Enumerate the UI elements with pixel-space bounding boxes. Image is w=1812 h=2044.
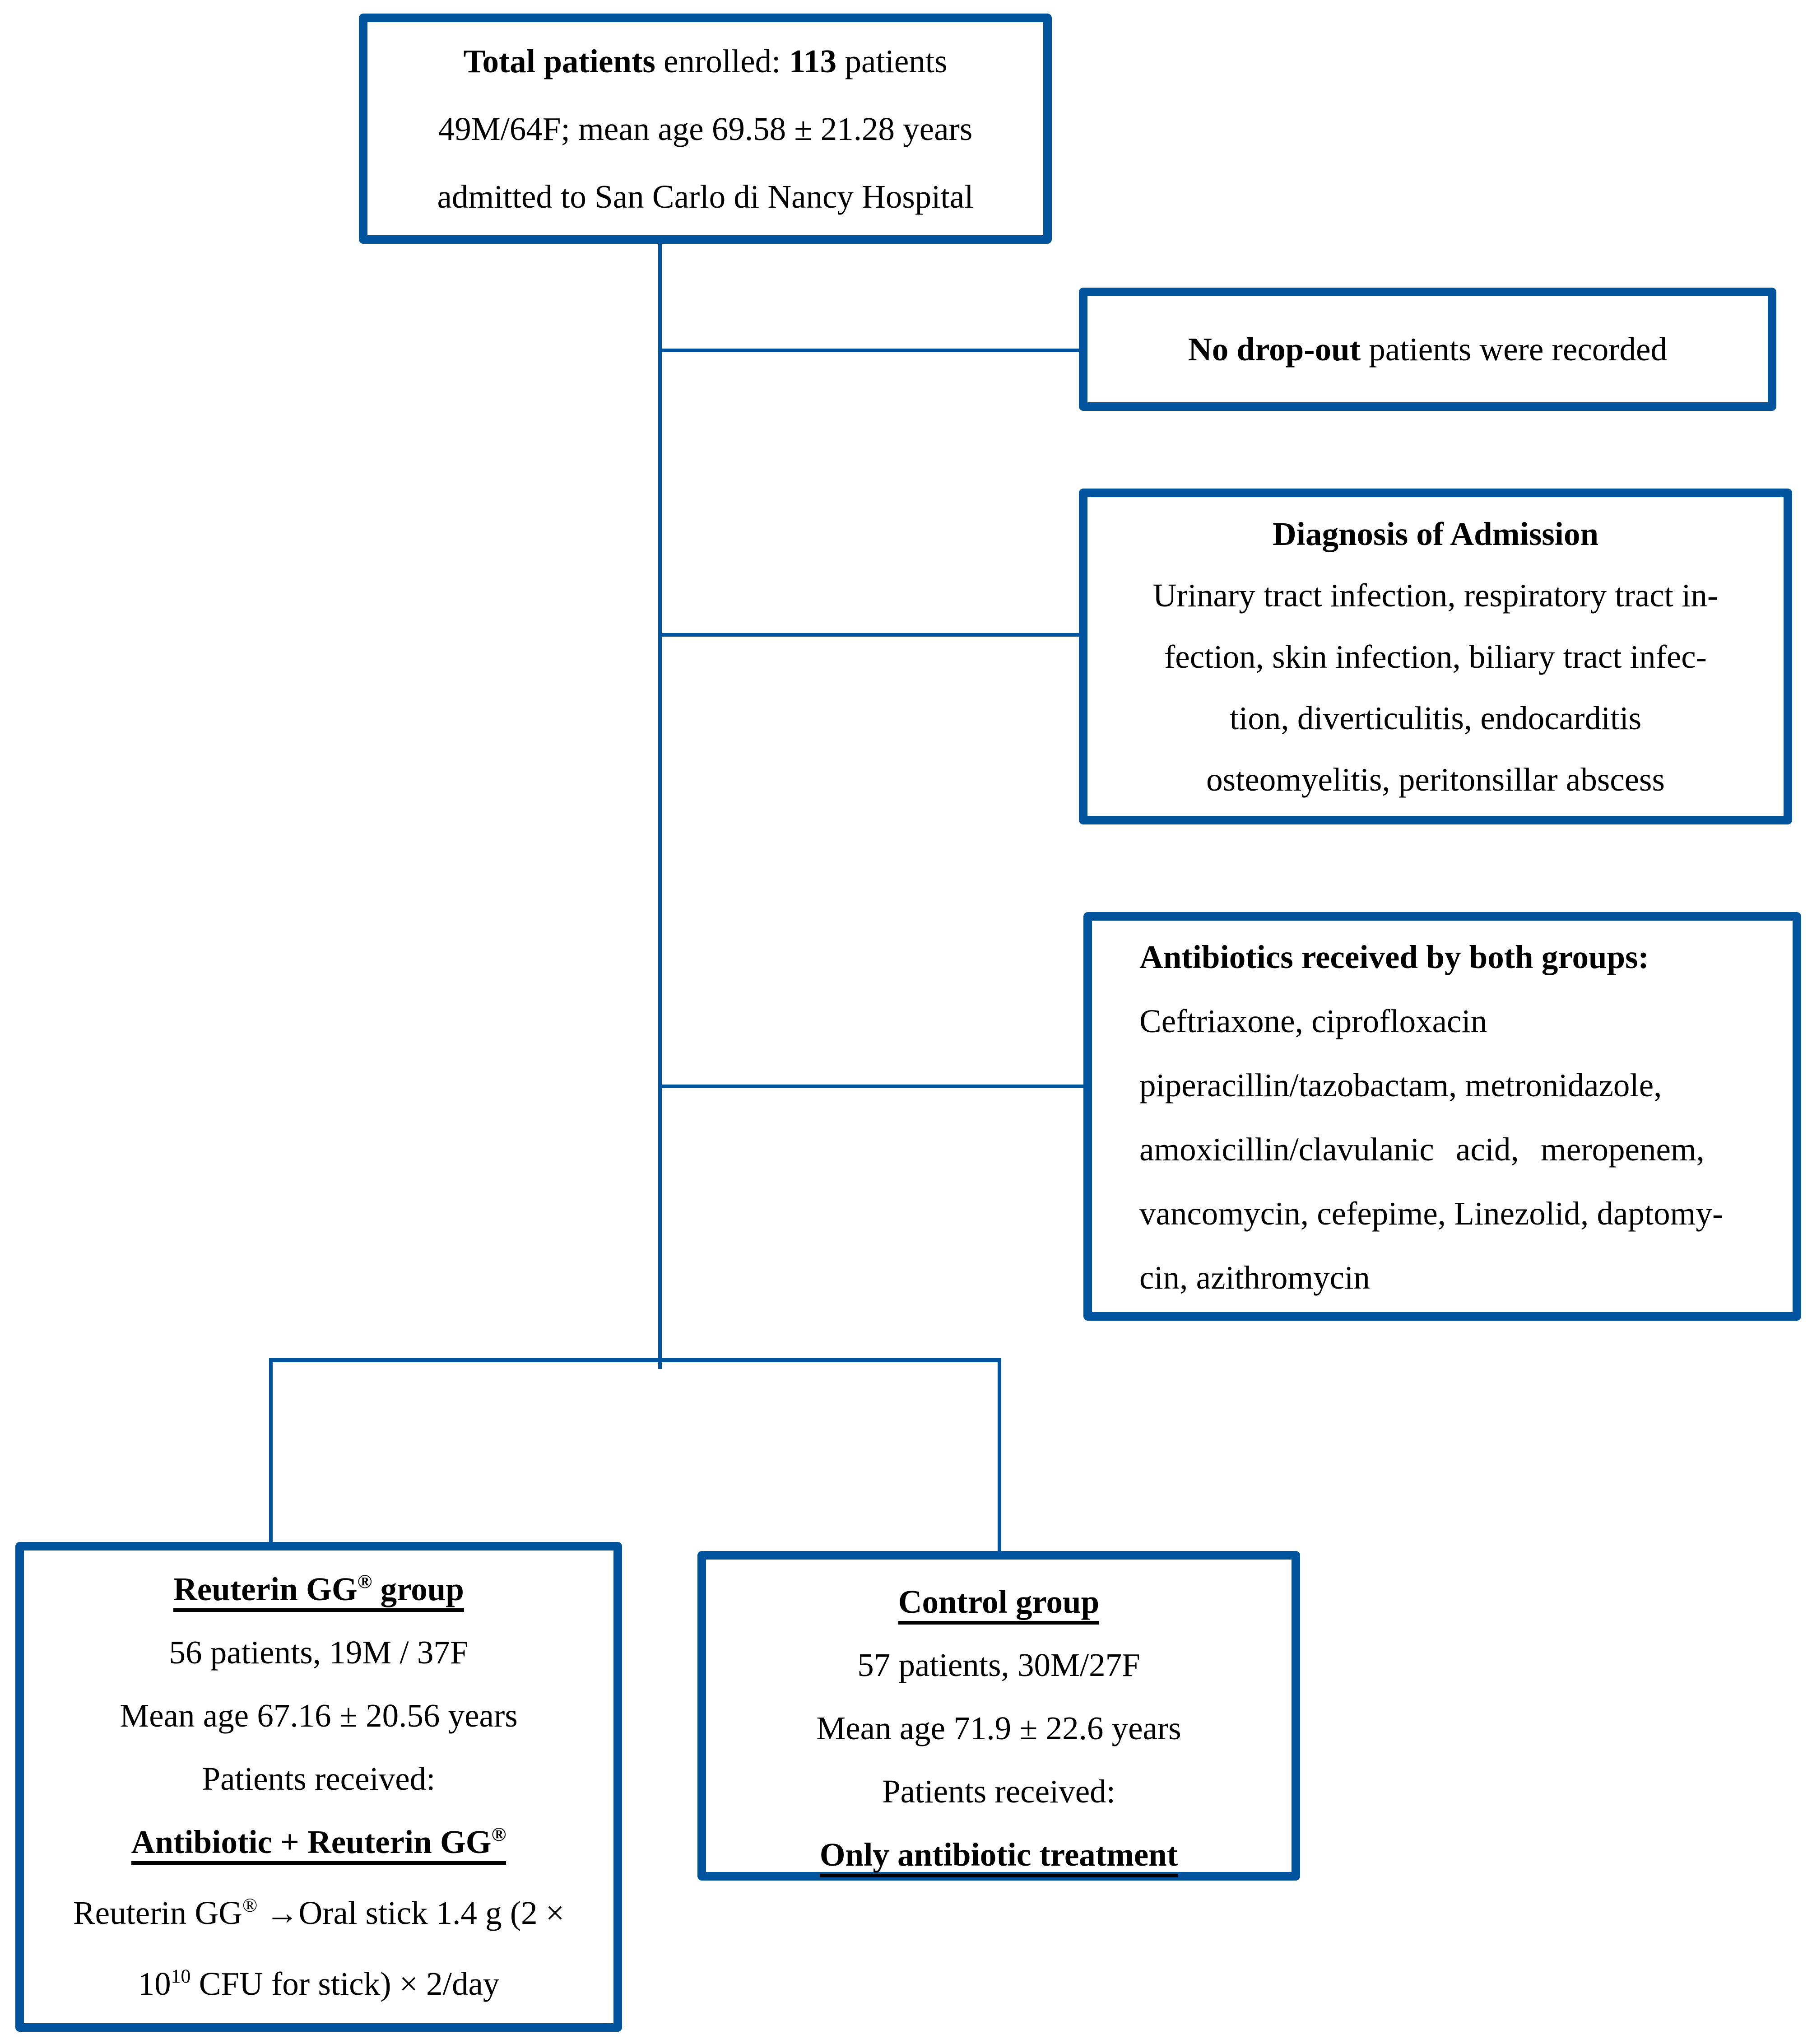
underlined-heading: Only antibiotic treatment — [819, 1836, 1178, 1877]
text-segment: Mean age 67.16 ± 20.56 years — [120, 1697, 518, 1734]
text-line: Mean age 71.9 ± 22.6 years — [706, 1697, 1292, 1760]
text-segment: Control group — [898, 1583, 1100, 1620]
text-line: Total patients enrolled: 113 patients — [367, 28, 1043, 95]
text-segment: patients — [836, 43, 948, 79]
text-segment: osteomyelitis, peritonsillar abscess — [1206, 761, 1665, 798]
superscript-text: ® — [357, 1570, 372, 1592]
connector-fork-left-vertical — [269, 1358, 273, 1543]
connector-fork-horizontal — [269, 1358, 1001, 1362]
text-line: Control group — [706, 1570, 1292, 1634]
text-segment: Patients received: — [202, 1760, 436, 1797]
text-segment: 113 — [789, 43, 837, 79]
text-line: 57 patients, 30M/27F — [706, 1634, 1292, 1697]
underlined-heading: Antibiotic + Reuterin GG® — [131, 1825, 506, 1865]
text-segment: piperacillin/tazobactam, metronidazole, — [1139, 1067, 1662, 1103]
text-line: Mean age 67.16 ± 20.56 years — [24, 1684, 613, 1747]
text-segment: Reuterin GG — [73, 1895, 242, 1932]
text-segment: Antibiotics received by both groups: — [1139, 939, 1649, 975]
text-segment: fection, skin infection, biliary tract i… — [1164, 638, 1707, 675]
text-segment: group — [372, 1571, 464, 1607]
text-line: osteomyelitis, peritonsillar abscess — [1087, 749, 1784, 810]
connector-trunk-vertical — [658, 244, 662, 1369]
control-group-box: Control group 57 patients, 30M/27F Mean ag… — [697, 1551, 1300, 1881]
text-line: admitted to San Carlo di Nancy Hospital — [367, 163, 1043, 231]
text-line: cin, azithromycin — [1139, 1246, 1775, 1310]
text-segment: amoxicillin/clavulanic acid, meropenem, — [1139, 1131, 1705, 1168]
text-line: 49M/64F; mean age 69.58 ± 21.28 years — [367, 95, 1043, 163]
text-segment: Mean age 71.9 ± 22.6 years — [816, 1710, 1181, 1746]
text-segment: Diagnosis of Admission — [1272, 516, 1599, 552]
text-segment: patients were recorded — [1361, 331, 1667, 368]
connector-branch-diagnosis — [660, 633, 1081, 637]
total-patients-box: Total patients enrolled: 113 patients 49M… — [359, 14, 1052, 244]
text-segment: Only antibiotic treatment — [819, 1836, 1178, 1873]
text-segment: admitted to San Carlo di Nancy Hospital — [437, 178, 974, 215]
superscript-text: 10 — [171, 1965, 191, 1988]
text-segment: enrolled: — [655, 43, 789, 79]
text-line: amoxicillin/clavulanic acid, meropenem, — [1139, 1117, 1775, 1182]
connector-fork-right-vertical — [998, 1358, 1001, 1552]
text-segment: cin, azithromycin — [1139, 1259, 1370, 1296]
text-segment: 57 patients, 30M/27F — [857, 1647, 1140, 1683]
underlined-heading: Control group — [898, 1585, 1100, 1625]
superscript-text: ® — [242, 1895, 258, 1916]
text-line: 1010 CFU for stick) × 2/day — [24, 1945, 613, 2016]
text-segment: Total patients — [463, 43, 655, 79]
text-segment: 10 — [138, 1965, 171, 2002]
text-line: fection, skin infection, biliary tract i… — [1087, 626, 1784, 688]
text-segment: Patients received: — [882, 1773, 1115, 1810]
connector-branch-dropout — [660, 349, 1081, 352]
text-segment: Urinary tract infection, respiratory tra… — [1152, 577, 1719, 614]
text-segment: tion, diverticulitis, endocarditis — [1229, 700, 1642, 736]
text-segment: No drop-out — [1188, 331, 1361, 368]
text-line: Antibiotic + Reuterin GG® — [24, 1811, 613, 1874]
text-line: piperacillin/tazobactam, metronidazole, — [1139, 1053, 1775, 1117]
text-line: Ceftriaxone, ciprofloxacin — [1139, 989, 1775, 1053]
text-segment: CFU for stick) × 2/day — [190, 1965, 500, 2002]
text-line: Reuterin GG® →Oral stick 1.4 g (2 × — [24, 1874, 613, 1945]
superscript-text: ® — [491, 1823, 506, 1845]
text-segment: Ceftriaxone, ciprofloxacin — [1139, 1003, 1487, 1039]
text-line: Patients received: — [706, 1760, 1292, 1823]
dropout-box: No drop-out patients were recorded — [1079, 288, 1776, 411]
text-line: Diagnosis of Admission — [1087, 503, 1784, 565]
underlined-heading: Reuterin GG® group — [173, 1572, 464, 1612]
text-line: Reuterin GG® group — [24, 1558, 613, 1621]
antibiotics-box: Antibiotics received by both groups: Ceft… — [1083, 912, 1801, 1321]
text-line: tion, diverticulitis, endocarditis — [1087, 688, 1784, 749]
text-segment: Reuterin GG — [173, 1571, 358, 1607]
text-line: Antibiotics received by both groups: — [1139, 925, 1775, 989]
text-line: Only antibiotic treatment — [706, 1823, 1292, 1886]
text-segment: vancomycin, cefepime, Linezolid, daptomy… — [1139, 1195, 1724, 1232]
text-segment: 49M/64F; mean age 69.58 ± 21.28 years — [438, 111, 973, 147]
text-line: vancomycin, cefepime, Linezolid, daptomy… — [1139, 1182, 1775, 1246]
text-line: 56 patients, 19M / 37F — [24, 1621, 613, 1684]
text-line: No drop-out patients were recorded — [1188, 327, 1667, 372]
text-segment: Antibiotic + Reuterin GG — [131, 1824, 492, 1860]
text-line: Patients received: — [24, 1747, 613, 1811]
text-line: Urinary tract infection, respiratory tra… — [1087, 565, 1784, 626]
connector-branch-antibiotics — [660, 1085, 1085, 1088]
text-segment: →Oral stick 1.4 g (2 × — [257, 1895, 565, 1932]
text-segment: 56 patients, 19M / 37F — [169, 1634, 469, 1671]
